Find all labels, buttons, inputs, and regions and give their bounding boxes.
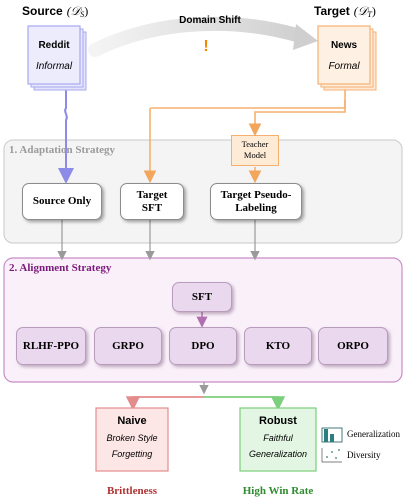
pseudo-labeling-line-2: Labeling (235, 201, 277, 214)
source-doc-title: Reddit (38, 40, 70, 51)
target-document-stack (317, 25, 377, 91)
target-sft-line-1: Target (136, 188, 168, 201)
target-math-close: ) (371, 4, 376, 18)
domain-shift-arrowhead (293, 24, 318, 50)
scatter-plot-icon (321, 448, 342, 463)
robust-line-1: Faithful (263, 433, 293, 443)
sft-box: SFT (172, 282, 232, 312)
robust-title: Robust (259, 415, 297, 427)
to-robust-arrow (204, 396, 286, 411)
teacher-model-box: Teacher Model (231, 135, 279, 166)
robust-line-2: Generalization (248, 449, 308, 459)
naive-line-2: Forgetting (111, 449, 153, 459)
teacher-line-2: Model (243, 150, 267, 160)
naive-outcome: Naive Broken Style Forgetting (96, 408, 168, 471)
naive-title: Naive (117, 415, 147, 427)
target-heading: Target (𝒟T) (314, 2, 404, 20)
warning-icon: ! (203, 38, 209, 55)
legend-diversity-label: Diversity (347, 450, 381, 460)
naive-box (95, 407, 169, 472)
source-doc-subtitle: Informal (35, 61, 73, 72)
adaptation-strategy-label: 1. Adaptation Strategy (9, 144, 116, 156)
domain-shift-label: Domain Shift (179, 15, 241, 26)
source-only-label: Source Only (32, 195, 92, 207)
source-to-source-only-arrow (58, 90, 74, 184)
target-to-teacher-arrow (248, 100, 346, 137)
naive-line-1: Broken Style (106, 433, 158, 443)
naive-verdict: Brittleness (106, 485, 158, 497)
method-grpo-box: GRPO (94, 327, 162, 365)
target-sft-box: Target SFT (120, 183, 184, 220)
target-doc-title: News (330, 40, 358, 51)
target-sft-line-2: SFT (141, 201, 163, 214)
source-heading-label: Source (22, 4, 63, 18)
robust-box (239, 407, 317, 472)
source-math-subscript: S (80, 10, 85, 19)
method-kto-box: KTO (244, 327, 312, 365)
domain-shift-arrow-body (88, 16, 307, 57)
source-math: (𝒟 (66, 4, 81, 18)
target-doc-subtitle: Formal (328, 61, 360, 72)
method-orpo-box: ORPO (318, 327, 388, 365)
robust-verdict: High Win Rate (242, 485, 314, 497)
target-to-target-sft-arrow (143, 90, 346, 184)
pseudo-labeling-line-1: Target Pseudo- (220, 188, 292, 201)
target-math-subscript: T (367, 10, 372, 19)
adaptation-panel (3, 139, 403, 244)
method-dpo-box: DPO (169, 327, 237, 365)
target-pseudo-labeling-box: Target Pseudo- Labeling (210, 183, 302, 220)
robust-outcome: Robust Faithful Generalization (240, 408, 316, 471)
source-math-close: ) (84, 4, 89, 18)
method-rlhf-ppo-box: RLHF-PPO (16, 327, 86, 365)
source-heading: Source (𝒟S) (22, 2, 102, 20)
to-naive-arrow (125, 396, 204, 411)
source-document-stack (27, 25, 87, 91)
teacher-line-1: Teacher (241, 139, 269, 149)
target-heading-label: Target (314, 4, 350, 18)
alignment-strategy-label: 2. Alignment Strategy (9, 262, 112, 274)
target-math: (𝒟 (353, 4, 368, 18)
source-only-box: Source Only (22, 183, 102, 220)
bar-chart-icon (321, 427, 343, 443)
legend-generalization-label: Generalization (347, 429, 400, 439)
